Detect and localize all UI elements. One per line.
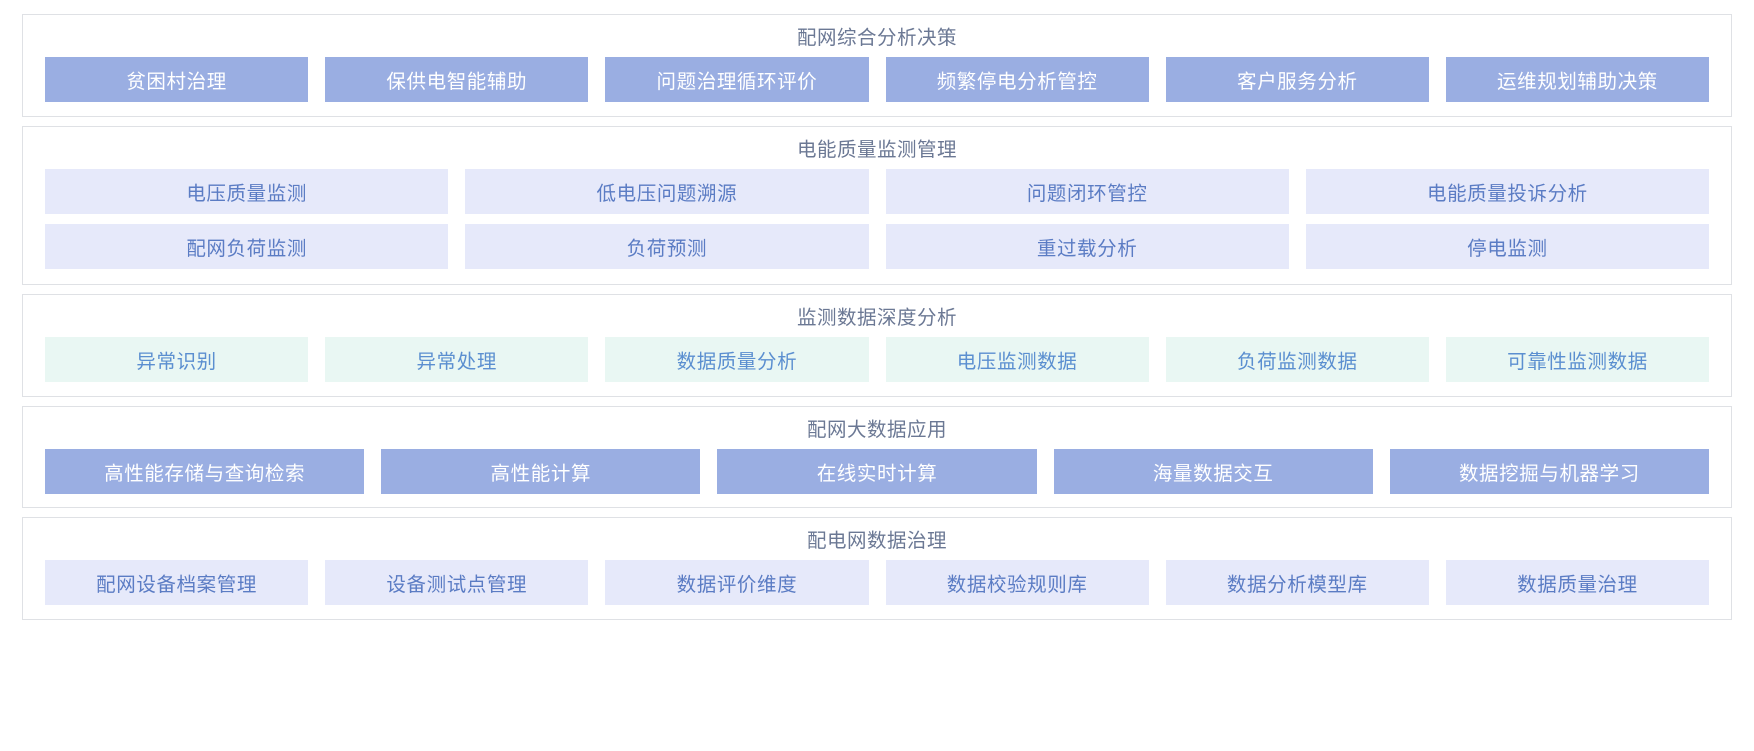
tile-数据质量分析[interactable]: 数据质量分析 [605,337,869,382]
tile-设备测试点管理[interactable]: 设备测试点管理 [325,560,589,605]
tile-数据质量治理[interactable]: 数据质量治理 [1445,560,1710,605]
tile-高性能计算[interactable]: 高性能计算 [381,449,701,494]
tile-负荷预测[interactable]: 负荷预测 [465,224,869,269]
tile-电能质量投诉分析[interactable]: 电能质量投诉分析 [1305,169,1709,214]
tile-在线实时计算[interactable]: 在线实时计算 [717,449,1037,494]
tile-row: 电压质量监测低电压问题溯源问题闭环管控电能质量投诉分析 [45,169,1709,214]
tile-电压监测数据[interactable]: 电压监测数据 [885,337,1149,382]
tile-保供电智能辅助[interactable]: 保供电智能辅助 [325,57,589,102]
tile-高性能存储与查询检索[interactable]: 高性能存储与查询检索 [45,449,365,494]
panel-title: 电能质量监测管理 [796,139,957,161]
tile-数据分析模型库[interactable]: 数据分析模型库 [1165,560,1429,605]
tile-数据校验规则库[interactable]: 数据校验规则库 [885,560,1149,605]
panel-5: 配电网数据治理配网设备档案管理设备测试点管理数据评价维度数据校验规则库数据分析模… [22,517,1732,620]
panel-4: 配网大数据应用高性能存储与查询检索高性能计算在线实时计算海量数据交互数据挖掘与机… [22,406,1732,508]
panel-title: 配网大数据应用 [806,419,947,441]
tile-异常处理[interactable]: 异常处理 [325,337,589,382]
tile-重过载分析[interactable]: 重过载分析 [885,224,1289,269]
tile-row: 配网设备档案管理设备测试点管理数据评价维度数据校验规则库数据分析模型库数据质量治… [45,560,1710,605]
panel-2: 电能质量监测管理电压质量监测低电压问题溯源问题闭环管控电能质量投诉分析配网负荷监… [22,126,1732,285]
tile-低电压问题溯源[interactable]: 低电压问题溯源 [465,169,869,214]
tile-负荷监测数据[interactable]: 负荷监测数据 [1165,337,1429,382]
panel-title: 配电网数据治理 [806,530,947,552]
tile-row: 高性能存储与查询检索高性能计算在线实时计算海量数据交互数据挖掘与机器学习 [45,449,1710,494]
tile-问题闭环管控[interactable]: 问题闭环管控 [885,169,1289,214]
tile-可靠性监测数据[interactable]: 可靠性监测数据 [1445,337,1710,382]
panel-title: 配网综合分析决策 [796,27,957,49]
tile-row: 配网负荷监测负荷预测重过载分析停电监测 [45,224,1709,269]
tile-配网设备档案管理[interactable]: 配网设备档案管理 [45,560,309,605]
tile-频繁停电分析管控[interactable]: 频繁停电分析管控 [885,57,1149,102]
tile-数据挖掘与机器学习[interactable]: 数据挖掘与机器学习 [1389,449,1710,494]
tile-电压质量监测[interactable]: 电压质量监测 [45,169,449,214]
tile-贫困村治理[interactable]: 贫困村治理 [45,57,309,102]
panel-title: 监测数据深度分析 [796,307,957,329]
tile-海量数据交互[interactable]: 海量数据交互 [1053,449,1373,494]
tile-配网负荷监测[interactable]: 配网负荷监测 [45,224,449,269]
tile-row: 异常识别异常处理数据质量分析电压监测数据负荷监测数据可靠性监测数据 [45,337,1710,382]
tile-运维规划辅助决策[interactable]: 运维规划辅助决策 [1445,57,1710,102]
panel-1: 配网综合分析决策贫困村治理保供电智能辅助问题治理循环评价频繁停电分析管控客户服务… [22,14,1732,117]
tile-数据评价维度[interactable]: 数据评价维度 [605,560,869,605]
tile-异常识别[interactable]: 异常识别 [45,337,309,382]
tile-客户服务分析[interactable]: 客户服务分析 [1165,57,1429,102]
tile-停电监测[interactable]: 停电监测 [1305,224,1709,269]
tile-row: 贫困村治理保供电智能辅助问题治理循环评价频繁停电分析管控客户服务分析运维规划辅助… [45,57,1710,102]
tile-问题治理循环评价[interactable]: 问题治理循环评价 [605,57,869,102]
panel-3: 监测数据深度分析异常识别异常处理数据质量分析电压监测数据负荷监测数据可靠性监测数… [22,294,1732,397]
